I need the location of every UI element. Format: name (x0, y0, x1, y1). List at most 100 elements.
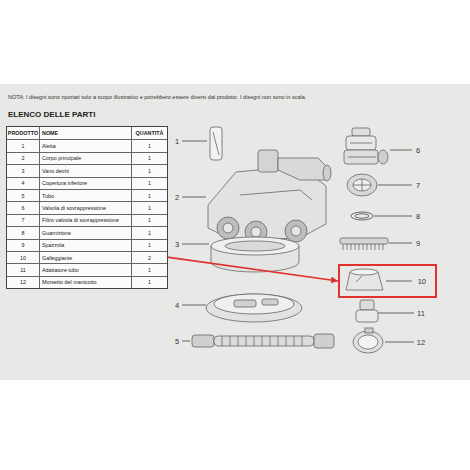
table-row: 5Tubo1 (7, 189, 167, 201)
table-cell: Aletta (39, 140, 131, 151)
hose-adapter-part (356, 310, 378, 322)
hose-clamp-part (353, 331, 383, 353)
table-cell: 1 (7, 140, 39, 151)
callout-number: 5 (175, 337, 179, 346)
float-part (346, 269, 383, 290)
callout-number: 6 (416, 146, 420, 155)
hose-adapter-part (360, 300, 374, 310)
debris-tray-part (225, 241, 285, 251)
table-row: 2Corpo principale1 (7, 152, 167, 164)
table-cell: 10 (7, 252, 39, 263)
callout-number: 7 (416, 181, 420, 190)
table-row: 8Guarnizione1 (7, 226, 167, 238)
table-cell: 5 (7, 190, 39, 201)
callout-number: 8 (416, 212, 420, 221)
hose-part (192, 335, 214, 347)
table-cell: Corpo principale (39, 153, 131, 164)
callout-number: 1 (175, 137, 179, 146)
hose-adapter-part (356, 300, 378, 322)
hose-part (192, 334, 334, 348)
table-cell: 1 (131, 240, 167, 251)
leader-lines (182, 305, 206, 306)
callout-number: 3 (175, 240, 179, 249)
table-row: 1Aletta1 (7, 139, 167, 151)
bottom-cover-part (206, 294, 302, 322)
hose-clamp-part (353, 328, 383, 353)
callout-number: 11 (417, 309, 425, 318)
valve-filter-part (353, 179, 371, 191)
main-body-part (323, 165, 331, 181)
relief-valve-part (352, 128, 370, 136)
table-cell: 2 (7, 153, 39, 164)
gasket-part (355, 214, 369, 218)
leader-lines (378, 185, 412, 186)
table-cell: 3 (7, 165, 39, 176)
hose-clamp-part (358, 335, 378, 349)
table-header: PRODOTTONOMEQUANTITÀ (7, 127, 167, 139)
gasket-part (351, 212, 373, 220)
valve-filter-part (347, 174, 377, 196)
table-cell: 1 (131, 178, 167, 189)
leader-lines (389, 243, 412, 244)
float-part (356, 276, 362, 282)
hose-clamp-part (365, 328, 373, 333)
leader-lines (182, 197, 206, 198)
callout-number: 10 (418, 277, 426, 286)
table-row: 10Galleggiante2 (7, 251, 167, 263)
hose-part (314, 334, 334, 348)
callout-number: 9 (416, 239, 420, 248)
table-cell: QUANTITÀ (131, 127, 167, 139)
valve-filter-part (347, 174, 377, 196)
debris-tray-part (211, 237, 299, 255)
float-part (350, 269, 378, 275)
table-row: 11Adattatore tubo1 (7, 263, 167, 275)
gasket-part (351, 212, 373, 220)
table-cell: 1 (131, 264, 167, 275)
table-row: 7Filtro valvola di sovrappressione1 (7, 214, 167, 226)
bottom-cover-part (214, 294, 294, 314)
note-text: NOTA: I disegni sono riportati solo a sc… (8, 94, 306, 100)
table-cell: Galleggiante (39, 252, 131, 263)
leader-lines (390, 150, 412, 151)
callout-number: 2 (175, 193, 179, 202)
debris-tray-part (211, 237, 299, 272)
paper-ground (0, 84, 470, 380)
table-cell: 9 (7, 240, 39, 251)
table-cell: 1 (131, 277, 167, 288)
table-cell: Spazzola (39, 240, 131, 251)
brush-part (340, 238, 388, 244)
table-cell: Copertura inferiore (39, 178, 131, 189)
highlight-box: 10 (338, 264, 437, 298)
leader-lines (182, 341, 190, 342)
table-cell: 2 (131, 252, 167, 263)
table-cell: Vano detriti (39, 165, 131, 176)
main-body-part (278, 158, 326, 180)
leader-lines (385, 342, 414, 343)
bottom-cover-part (206, 294, 302, 322)
relief-valve-part (344, 128, 388, 164)
leader-lines (374, 216, 412, 217)
table-cell: 1 (131, 202, 167, 213)
table-row: 6Valvola di sovrappressione1 (7, 201, 167, 213)
table-cell: 1 (131, 153, 167, 164)
leader-lines (182, 141, 207, 142)
leader-lines (182, 244, 209, 245)
table-row: 12Morsetto del manicotto1 (7, 276, 167, 288)
relief-valve-part (378, 150, 388, 164)
flap-part (213, 132, 219, 155)
leader-lines (378, 313, 414, 314)
table-cell: PRODOTTO (7, 127, 39, 139)
table-cell: 4 (7, 178, 39, 189)
table-row: 9Spazzola1 (7, 239, 167, 251)
table-cell: Morsetto del manicotto (39, 277, 131, 288)
hose-part (214, 336, 314, 346)
main-body-part (240, 190, 312, 200)
table-cell: 1 (131, 215, 167, 226)
bottom-cover-part (262, 299, 278, 305)
table-cell: 12 (7, 277, 39, 288)
main-body-part (258, 150, 278, 172)
table-cell: 1 (131, 140, 167, 151)
bottom-cover-part (234, 300, 256, 307)
main-body-part (291, 226, 301, 236)
